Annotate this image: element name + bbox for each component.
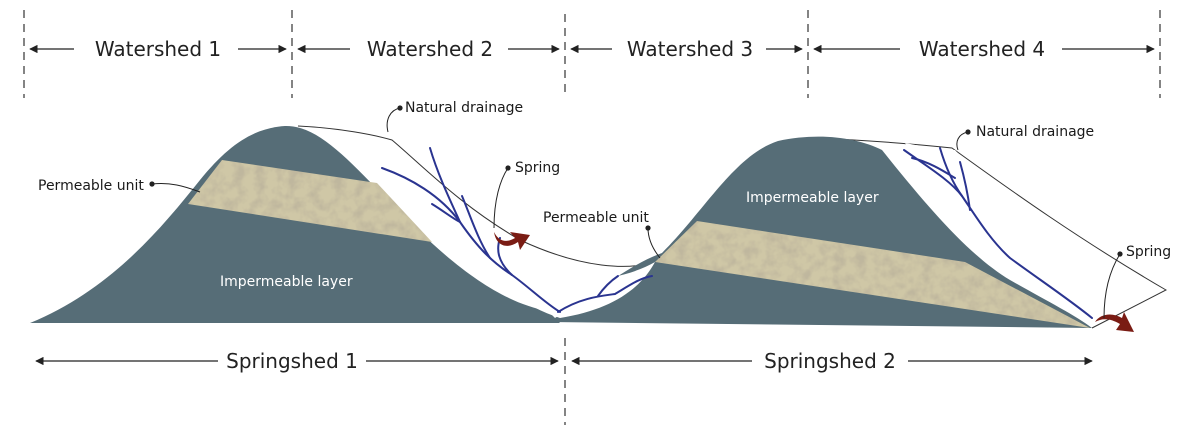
watershed-1-label: Watershed 1 xyxy=(95,37,221,61)
springshed-1-label: Springshed 1 xyxy=(226,349,358,373)
ground-surface-right xyxy=(814,137,1168,329)
valley-right xyxy=(905,143,1160,326)
spring-arrow-right xyxy=(1095,312,1134,332)
watershed-2-label: Watershed 2 xyxy=(367,37,493,61)
ground-surface-left xyxy=(297,125,663,267)
permeable-unit-center-label: Permeable unit xyxy=(543,210,649,226)
springshed-2-label: Springshed 2 xyxy=(764,349,896,373)
spring-left-label: Spring xyxy=(515,160,560,176)
impermeable-layer-right-label: Impermeable layer xyxy=(746,190,879,206)
natural-drainage-left-label: Natural drainage xyxy=(405,100,523,116)
valley-left xyxy=(385,140,655,318)
leader-dots xyxy=(149,105,1123,257)
watershed-3-label: Watershed 3 xyxy=(627,37,753,61)
natural-drainage-right-label: Natural drainage xyxy=(976,124,1094,140)
spring-arrow-left xyxy=(494,232,530,250)
spring-right-label: Spring xyxy=(1126,244,1171,260)
watershed-dividers xyxy=(23,10,1161,425)
watershed-4-label: Watershed 4 xyxy=(919,37,1045,61)
permeable-unit-left-label: Permeable unit xyxy=(38,178,144,194)
impermeable-layer-left-label: Impermeable layer xyxy=(220,274,353,290)
left-hill-impermeable xyxy=(30,125,560,323)
drainage-right xyxy=(903,147,1093,319)
